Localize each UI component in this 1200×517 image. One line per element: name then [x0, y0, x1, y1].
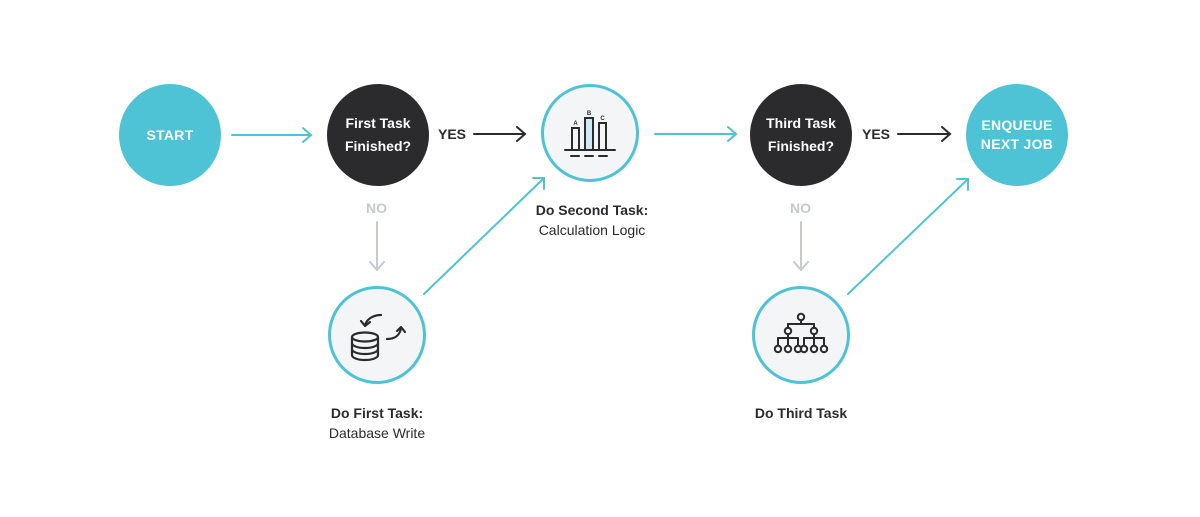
arrow-third-task-to-enqueue — [847, 178, 969, 295]
arrow-third-yes-to-enqueue — [897, 126, 952, 142]
start-node: START — [119, 84, 221, 186]
hierarchy-tree-icon — [770, 312, 832, 358]
arrow-first-yes-to-second-task — [473, 126, 527, 142]
third-task-node — [752, 286, 850, 384]
enqueue-label: ENQUEUE NEXT JOB — [980, 117, 1054, 152]
second-task-subtitle: Calculation Logic — [538, 222, 646, 238]
third-task-check-label: Third Task Finished? — [766, 115, 836, 154]
third-check-no-label: NO — [790, 200, 811, 216]
arrow-start-to-first-check — [231, 127, 313, 143]
first-task-subtitle: Database Write — [328, 425, 426, 441]
first-task-check-label: First Task Finished? — [344, 115, 412, 154]
second-task-caption: Do Second Task: Calculation Logic — [482, 200, 702, 240]
third-task-caption: Do Third Task — [691, 403, 911, 423]
arrow-second-task-to-third-check — [654, 126, 738, 142]
first-task-caption: Do First Task: Database Write — [267, 403, 487, 443]
arrow-first-task-to-second-task — [423, 177, 545, 295]
start-label: START — [146, 126, 194, 143]
enqueue-node: ENQUEUE NEXT JOB — [966, 84, 1068, 186]
second-task-title: Do Second Task: — [535, 202, 649, 218]
bar-letter-c: C — [600, 116, 605, 122]
third-task-check-node: Third Task Finished? — [750, 84, 852, 186]
bar-letter-b: B — [587, 111, 592, 117]
database-sync-icon — [347, 307, 407, 363]
first-check-yes-label: YES — [438, 126, 467, 142]
arrow-first-no-to-first-task — [369, 221, 385, 272]
third-task-title: Do Third Task — [754, 405, 848, 421]
first-task-title: Do First Task: — [330, 405, 424, 421]
first-check-no-label: NO — [366, 200, 387, 216]
first-task-node — [328, 286, 426, 384]
second-task-node: A B C — [541, 84, 639, 182]
bar-chart-icon: A B C — [559, 106, 621, 160]
first-task-check-node: First Task Finished? — [327, 84, 429, 186]
arrow-third-no-to-third-task — [793, 221, 809, 272]
bar-letter-a: A — [573, 121, 578, 127]
third-check-yes-label: YES — [862, 126, 891, 142]
